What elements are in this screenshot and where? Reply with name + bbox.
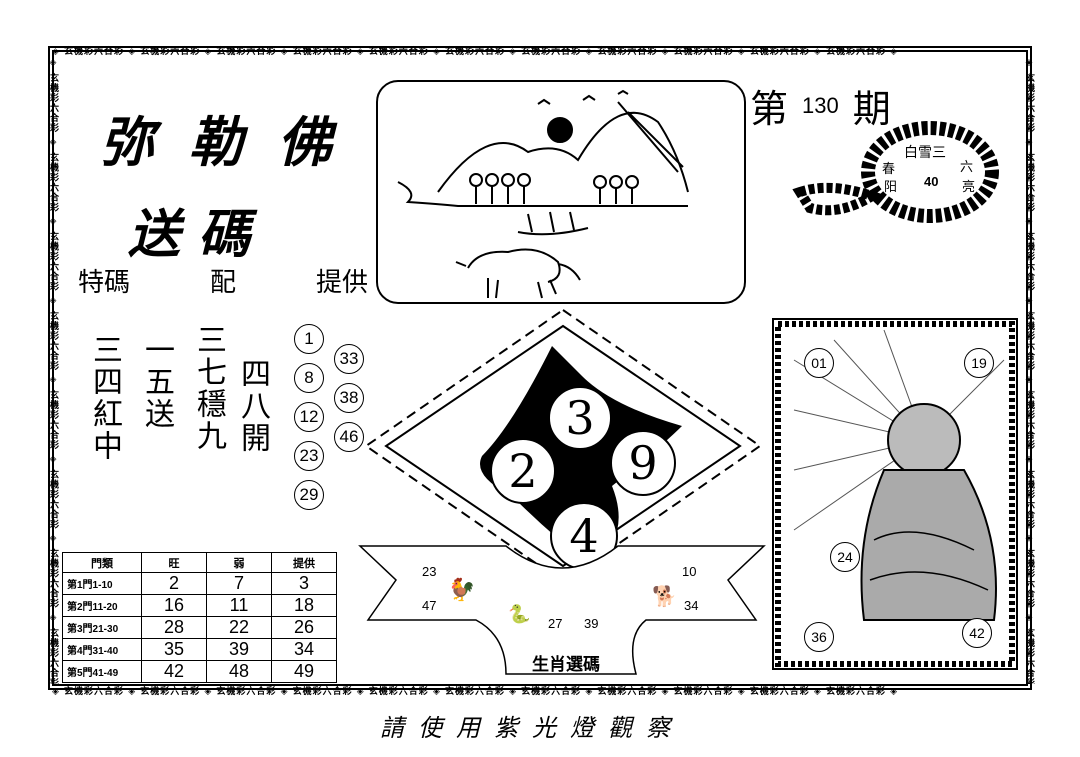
photo-number: 01 (804, 348, 834, 378)
table-cell: 第4門31-40 (62, 638, 142, 661)
bead-bracelet-illustration (792, 121, 999, 223)
border-pattern-bottom: ◈ 玄機彩六合彩 ◈ 玄機彩六合彩 ◈ 玄機彩六合彩 ◈ 玄機彩六合彩 ◈ 玄機… (52, 687, 898, 697)
ribbon-number: 10 (682, 564, 697, 579)
circled-number: 12 (294, 402, 324, 432)
table-cell: 28 (141, 616, 207, 639)
table-cell: 39 (206, 638, 272, 661)
dog-icon: 🐕 (652, 584, 677, 608)
zodiac-ribbon: 23 47 10 34 27 39 🐓 🐍 🐕 生肖選碼 (356, 540, 768, 678)
bracelet-text-2: 春 (882, 162, 896, 177)
digit-circle: 9 (610, 430, 676, 496)
footer-note: 請使用紫光燈觀察 (380, 714, 684, 742)
rooster-icon: 🐓 (448, 578, 476, 603)
table-cell: 42 (141, 660, 207, 683)
circled-number: 46 (334, 422, 364, 452)
table-row: 第4門31-40 35 39 34 (62, 638, 337, 661)
period-number: 130 (802, 92, 839, 118)
border-pattern-top: ◈ 玄機彩六合彩 ◈ 玄機彩六合彩 ◈ 玄機彩六合彩 ◈ 玄機彩六合彩 ◈ 玄機… (52, 47, 898, 57)
table-header: 門類 (62, 552, 142, 573)
table-row: 第5門41-49 42 48 49 (62, 660, 337, 683)
hint-column-4: 四八開 (235, 358, 270, 454)
photo-number: 42 (962, 618, 992, 648)
table-cell: 35 (141, 638, 207, 661)
table-cell: 7 (206, 572, 272, 595)
bracelet-text-3: 六 (960, 160, 974, 175)
table-cell: 48 (206, 660, 272, 683)
page-frame (48, 46, 1032, 690)
period-suffix: 期 (852, 87, 891, 131)
circled-number: 23 (294, 441, 324, 471)
table-cell: 第5門41-49 (62, 660, 142, 683)
hint-column-2: 一五送 (139, 334, 174, 430)
page-subtitle: 送碼 (128, 204, 269, 265)
page-title: 弥 勒 佛 (100, 110, 340, 174)
table-cell: 第1門1-10 (62, 572, 142, 595)
period-prefix: 第 (750, 87, 789, 131)
table-cell: 第2門11-20 (62, 594, 142, 617)
table-cell: 49 (271, 660, 337, 683)
ribbon-number: 23 (422, 564, 437, 579)
bracelet-text-5: 40 (924, 174, 939, 189)
table-header: 弱 (206, 552, 272, 573)
hint-column-3: 三七穩九 (191, 324, 226, 452)
table-header-row: 門類 旺 弱 提供 (62, 552, 337, 573)
issue-number: 第 130 期 (750, 78, 891, 133)
photo-number: 24 (830, 542, 860, 572)
table-cell: 34 (271, 638, 337, 661)
table-cell: 16 (141, 594, 207, 617)
label-pei: 配 (209, 268, 236, 298)
bracelet-text-6: 亮 (962, 180, 976, 195)
ribbon-banner (358, 545, 766, 675)
table-header: 提供 (271, 552, 337, 573)
buddha-illustration (775, 321, 1015, 667)
digit-circle: 2 (490, 438, 556, 504)
table-cell: 第3門21-30 (62, 616, 142, 639)
bracelet-text-1: 白雪三 (904, 145, 946, 161)
table-row: 第2門11-20 16 11 18 (62, 594, 337, 617)
border-pattern-left: ◈ 玄機彩六合彩 ◈ 玄機彩六合彩 ◈ 玄機彩六合彩 ◈ 玄機彩六合彩 ◈ 玄機… (48, 58, 58, 684)
landscape-pig-illustration (397, 89, 689, 299)
label-tema: 特碼 (78, 268, 131, 298)
border-pattern-right: ◈ 玄機彩六合彩 ◈ 玄機彩六合彩 ◈ 玄機彩六合彩 ◈ 玄機彩六合彩 ◈ 玄機… (1024, 58, 1034, 684)
table-cell: 3 (271, 572, 337, 595)
table-row: 第1門1-10 2 7 3 (62, 572, 337, 595)
diamond-frame (364, 308, 762, 584)
table-cell: 22 (206, 616, 272, 639)
circled-number: 1 (294, 324, 324, 354)
ribbon-number: 27 (548, 616, 563, 631)
circled-number: 38 (334, 383, 364, 413)
bracelet-text-4: 阳 (884, 180, 898, 195)
riddle-scene (376, 80, 746, 304)
sub-labels: 特碼 配 提供 (78, 262, 368, 299)
ribbon-number: 34 (684, 598, 699, 613)
ribbon-number: 39 (584, 616, 599, 631)
buddha-picture: 01 19 24 36 42 (772, 318, 1018, 670)
table-cell: 11 (206, 594, 272, 617)
label-tigong: 提供 (315, 268, 368, 298)
ribbon-label: 生肖選碼 (532, 655, 600, 675)
photo-number: 36 (804, 622, 834, 652)
circled-number: 8 (294, 363, 324, 393)
table-cell: 26 (271, 616, 337, 639)
digit-circle: 3 (548, 386, 612, 450)
photo-number: 19 (964, 348, 994, 378)
table-row: 第3門21-30 28 22 26 (62, 616, 337, 639)
hint-column-1: 三四紅中 (87, 334, 122, 462)
table-cell: 18 (271, 594, 337, 617)
circled-number: 29 (294, 480, 324, 510)
snake-icon: 🐍 (508, 604, 531, 625)
table-cell: 2 (141, 572, 207, 595)
bead-bracelet: 白雪三 春 六 阳 40 亮 (780, 112, 1004, 242)
door-number-table: 門類 旺 弱 提供 第1門1-10 2 7 3 第2門11-20 16 11 1… (62, 552, 337, 683)
circled-number: 33 (334, 344, 364, 374)
table-header: 旺 (141, 552, 207, 573)
ribbon-number: 47 (422, 598, 437, 613)
